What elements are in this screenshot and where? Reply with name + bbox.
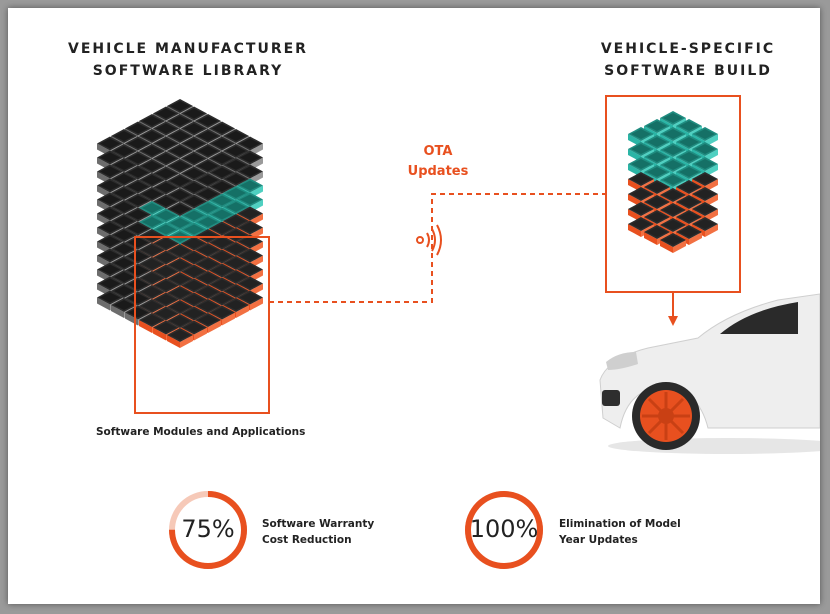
stat-value-1: 75% <box>181 515 235 543</box>
ota-label: OTA Updates <box>398 142 478 182</box>
library-selection-box <box>134 236 270 414</box>
library-blocks <box>97 99 263 348</box>
library-caption: Software Modules and Applications <box>96 426 306 438</box>
library-block <box>181 320 207 341</box>
ota-label-line2: Updates <box>407 164 469 179</box>
stat-label-1-line1: Software Warranty <box>262 518 375 530</box>
arrow-down-icon <box>668 292 678 326</box>
library-block <box>167 328 193 348</box>
stat-ring-1 <box>169 491 247 569</box>
library-block <box>97 290 123 311</box>
build-blocks <box>628 111 718 253</box>
wifi-signal-icon <box>416 224 442 256</box>
build-heading: VEHICLE-SPECIFIC SOFTWARE BUILD <box>578 38 798 82</box>
build-block <box>660 233 686 253</box>
build-block <box>644 225 670 245</box>
slide: VEHICLE MANUFACTURER SOFTWARE LIBRARY VE… <box>8 8 820 604</box>
ota-connector-line <box>269 193 606 303</box>
stat-ring-2 <box>465 491 543 569</box>
car-image <box>599 293 820 454</box>
library-heading-line1: VEHICLE MANUFACTURER <box>68 41 308 57</box>
library-heading-line2: SOFTWARE LIBRARY <box>92 63 284 79</box>
stat-label-2-line1: Elimination of Model <box>559 518 681 530</box>
library-block <box>223 129 249 149</box>
stat-label-1-line2: Cost Reduction <box>262 534 352 546</box>
library-block <box>97 234 123 255</box>
build-block <box>628 172 654 192</box>
library-block <box>97 150 123 171</box>
build-heading-line1: VEHICLE-SPECIFIC <box>600 41 776 57</box>
stat-label-2-line2: Year Updates <box>559 534 638 546</box>
library-block <box>237 220 263 241</box>
diagram-overlay <box>134 95 820 569</box>
library-heading: VEHICLE MANUFACTURER SOFTWARE LIBRARY <box>58 38 318 82</box>
build-heading-line2: SOFTWARE BUILD <box>604 63 772 79</box>
stat-label-2: Elimination of Model Year Updates <box>559 516 681 548</box>
stat-label-1: Software Warranty Cost Reduction <box>262 516 374 548</box>
ota-label-line1: OTA <box>423 144 453 159</box>
stat-value-2: 100% <box>469 515 539 543</box>
library-block <box>111 298 137 318</box>
